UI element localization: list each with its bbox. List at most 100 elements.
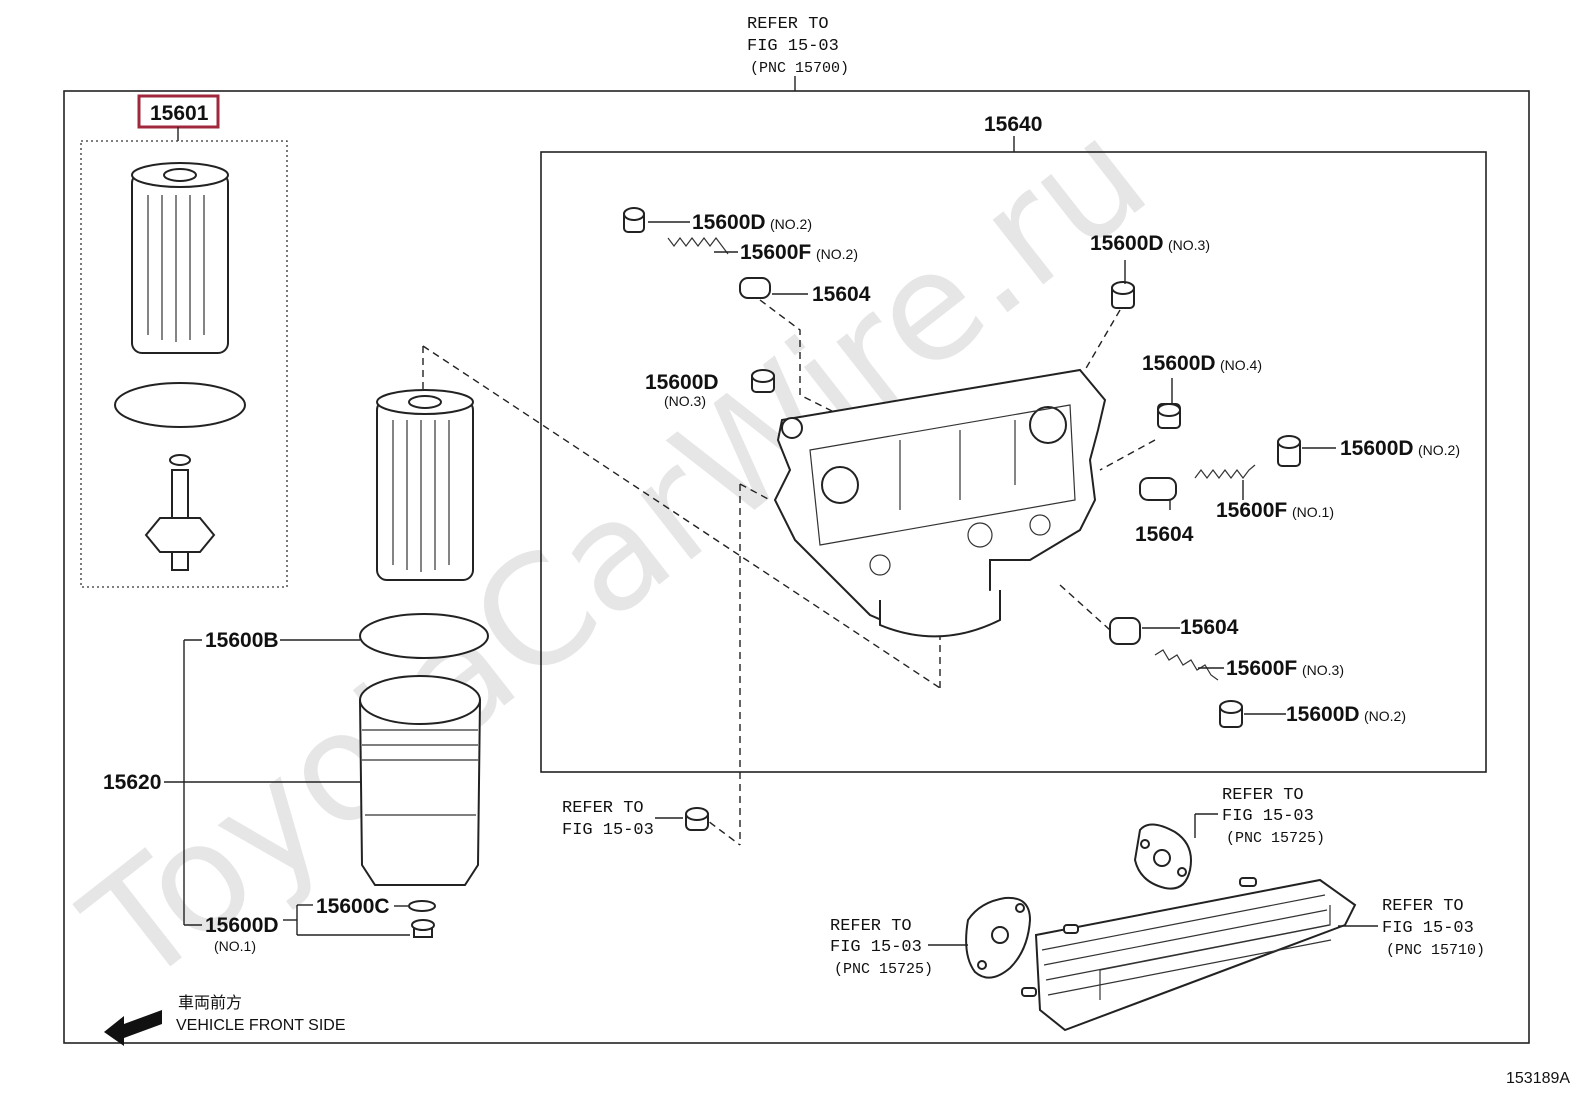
spring-f-no3-icon (1154, 649, 1219, 681)
svg-text:(PNC 15700): (PNC 15700) (750, 60, 849, 77)
ref-gasket-left[interactable]: REFER TO FIG 15-03 (PNC 15725) (830, 917, 968, 978)
plug-d-no2-bottom-icon (1219, 700, 1243, 728)
housing-assembly-15640: 15640 (540, 113, 1487, 773)
plug-d-no3-right-icon (1111, 281, 1135, 309)
ref-gasket-top[interactable]: REFER TO FIG 15-03 (PNC 15725) (1194, 786, 1325, 847)
label-d-no2-bottom[interactable]: 15600D (NO.2) (1286, 703, 1406, 726)
drain-plug-icon (144, 469, 216, 571)
label-f-no1[interactable]: 15600F (NO.1) (1216, 499, 1334, 522)
svg-text:15600D: 15600D (205, 914, 279, 937)
front-arrow-icon (104, 1010, 162, 1046)
filter-element-icon (131, 162, 229, 354)
gasket-top-icon (1133, 823, 1192, 890)
valve-15604-mid-icon (1139, 477, 1177, 501)
vehicle-front-note: 車両前方 VEHICLE FRONT SIDE (104, 994, 346, 1046)
svg-text:(NO.4): (NO.4) (1220, 357, 1262, 373)
valve-15604-top-icon (739, 277, 771, 299)
label-15600c[interactable]: 15600C (316, 895, 390, 918)
housing-leaders (648, 221, 1336, 715)
label-f-no2[interactable]: 15600F (NO.2) (740, 241, 858, 264)
o-ring-15600c-icon (408, 900, 436, 912)
label-15604-top[interactable]: 15604 (812, 283, 871, 306)
label-15604-mid[interactable]: 15604 (1135, 523, 1194, 546)
diagram-code: 153189A (1506, 1070, 1570, 1087)
spring-f-no2-icon (667, 237, 729, 255)
svg-text:(PNC 15725): (PNC 15725) (1226, 830, 1325, 847)
svg-text:FIG 15-03: FIG 15-03 (830, 938, 922, 957)
part-number-15601[interactable]: 15601 (150, 102, 209, 125)
svg-text:15600F: 15600F (1226, 657, 1297, 680)
plug-d-no2-right-icon (1277, 435, 1301, 467)
svg-text:15604: 15604 (1180, 616, 1239, 639)
svg-text:(PNC 15710): (PNC 15710) (1386, 942, 1485, 959)
svg-text:15620: 15620 (103, 771, 161, 794)
label-15620[interactable]: 15620 (103, 771, 161, 794)
svg-text:(NO.2): (NO.2) (770, 216, 812, 232)
ref-plug-icon (685, 807, 709, 831)
label-d-no1[interactable]: 15600D (NO.1) (205, 914, 279, 954)
valve-15604-low-icon (1109, 617, 1141, 645)
o-ring-15600b-icon (359, 613, 489, 659)
svg-text:FIG 15-03: FIG 15-03 (1222, 807, 1314, 826)
ref-cooler[interactable]: REFER TO FIG 15-03 (PNC 15710) (1338, 897, 1485, 959)
svg-text:FIG 15-03: FIG 15-03 (747, 37, 839, 56)
label-15600b[interactable]: 15600B (205, 629, 279, 652)
gasket-left-icon (965, 896, 1032, 979)
filter-housing-body-icon (773, 368, 1107, 638)
svg-text:REFER TO: REFER TO (830, 917, 912, 936)
label-d-no4[interactable]: 15600D (NO.4) (1142, 352, 1262, 375)
oil-cooler-icon (1021, 877, 1357, 1032)
ref-plug[interactable]: REFER TO FIG 15-03 (562, 799, 709, 840)
filter-cap-15620-icon (358, 675, 482, 886)
svg-text:(NO.2): (NO.2) (1364, 708, 1406, 724)
svg-text:15600B: 15600B (205, 629, 279, 652)
center-filter-element-icon (376, 389, 474, 581)
svg-text:15600D: 15600D (1340, 437, 1414, 460)
kit-dotted-frame (80, 140, 288, 588)
svg-text:15600D: 15600D (1142, 352, 1216, 375)
dashed-alignment-lines (422, 299, 1156, 846)
svg-text:15600F: 15600F (740, 241, 811, 264)
svg-text:15604: 15604 (1135, 523, 1194, 546)
spring-f-no1-icon (1194, 464, 1256, 479)
plug-d-no2-top-icon (623, 207, 645, 233)
svg-text:FIG 15-03: FIG 15-03 (1382, 919, 1474, 938)
label-d-no2-right[interactable]: 15600D (NO.2) (1340, 437, 1460, 460)
svg-text:(NO.1): (NO.1) (1292, 504, 1334, 520)
o-ring-large-icon (114, 382, 246, 428)
svg-text:車両前方: 車両前方 (178, 994, 242, 1012)
part-15601-kit[interactable]: 15601 (80, 94, 288, 588)
svg-text:VEHICLE FRONT SIDE: VEHICLE FRONT SIDE (176, 1017, 346, 1034)
svg-text:15600D: 15600D (1286, 703, 1360, 726)
svg-text:REFER TO: REFER TO (747, 15, 829, 34)
svg-text:15600D: 15600D (1090, 232, 1164, 255)
part-number-15640[interactable]: 15640 (984, 113, 1042, 136)
left-bracket-leaders (164, 639, 410, 936)
label-15604-low[interactable]: 15604 (1180, 616, 1239, 639)
svg-text:(NO.3): (NO.3) (1302, 662, 1344, 678)
label-d-no2-top[interactable]: 15600D (NO.2) (692, 211, 812, 234)
housing-frame (540, 151, 1487, 773)
svg-text:REFER TO: REFER TO (1382, 897, 1464, 916)
svg-text:15600F: 15600F (1216, 499, 1287, 522)
svg-text:REFER TO: REFER TO (562, 799, 644, 818)
svg-text:15604: 15604 (812, 283, 871, 306)
svg-text:(NO.2): (NO.2) (1418, 442, 1460, 458)
svg-text:REFER TO: REFER TO (1222, 786, 1304, 805)
svg-text:15600C: 15600C (316, 895, 390, 918)
outer-frame (63, 90, 1530, 1044)
svg-text:(NO.2): (NO.2) (816, 246, 858, 262)
plug-15600d-no1-icon (411, 919, 435, 938)
plug-d-no4-icon (1157, 403, 1181, 429)
label-f-no3[interactable]: 15600F (NO.3) (1226, 657, 1344, 680)
top-reference: REFER TO FIG 15-03 (PNC 15700) (747, 15, 849, 91)
svg-text:15600D: 15600D (692, 211, 766, 234)
label-d-no3-left[interactable]: 15600D (NO.3) (645, 371, 719, 409)
label-d-no3-right[interactable]: 15600D (NO.3) (1090, 232, 1210, 255)
svg-text:(NO.3): (NO.3) (1168, 237, 1210, 253)
svg-text:(NO.3): (NO.3) (664, 393, 706, 409)
svg-text:(PNC 15725): (PNC 15725) (834, 961, 933, 978)
svg-text:FIG 15-03: FIG 15-03 (562, 821, 654, 840)
svg-text:(NO.1): (NO.1) (214, 938, 256, 954)
